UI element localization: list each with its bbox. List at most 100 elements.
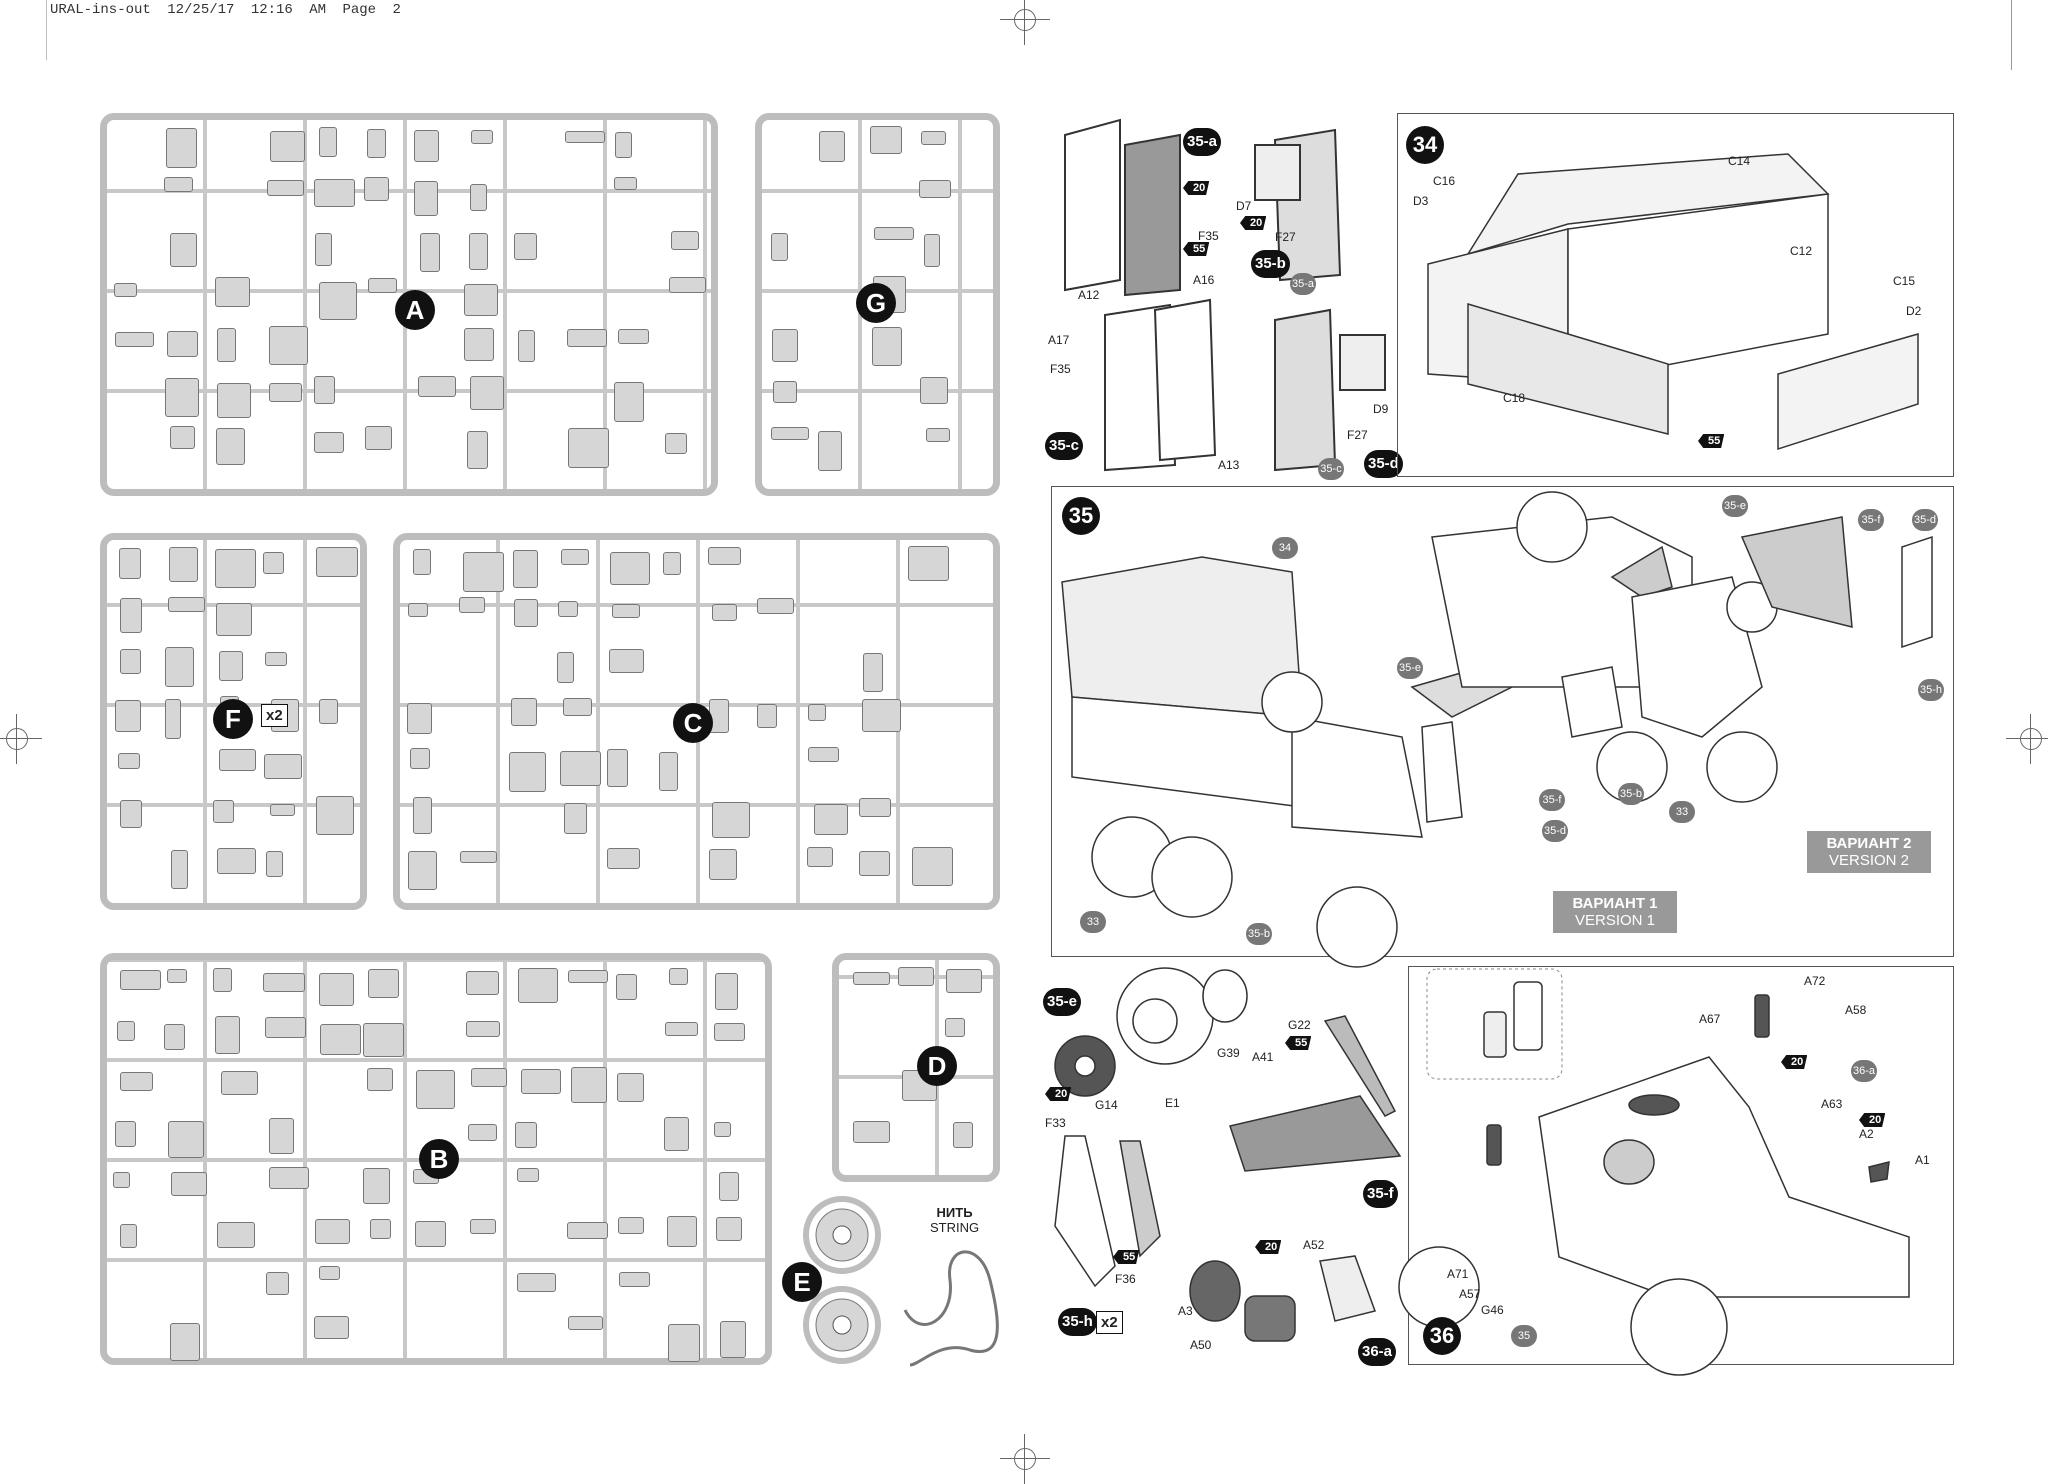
sprue-part: [115, 1120, 136, 1148]
sprue-part: [314, 1219, 350, 1245]
sprue-part: [567, 969, 608, 983]
sprue-part: [813, 803, 849, 835]
sprue-part: [164, 1023, 186, 1051]
print-header: URAL-ins-out 12/25/17 12:16 AM Page 2: [50, 2, 401, 18]
part-label: F35: [1050, 362, 1071, 376]
sprue-part: [170, 233, 197, 267]
sprue-part: [470, 1068, 508, 1088]
step-35e-badge: 35-e: [1043, 988, 1082, 1016]
part-label: C16: [1433, 174, 1456, 188]
sprue-part: [659, 752, 678, 791]
sprue-part: [712, 801, 750, 838]
step-36-panel: 36 A72 A58 A67 A63 A2 A1 A71 A57 G46 36-…: [1398, 966, 1954, 1376]
sprue-part: [269, 1167, 309, 1190]
sprue-part: [872, 327, 903, 367]
paint-callout: 55: [1183, 242, 1210, 256]
sprue-part: [818, 131, 846, 163]
sprue-part: [923, 233, 940, 268]
sprue-part: [719, 1320, 746, 1359]
sprue-part: [316, 796, 354, 835]
sprue-part: [709, 848, 737, 881]
sprue-part: [418, 376, 457, 397]
crop-mark-icon: [2006, 714, 2048, 764]
sprue-part: [466, 1020, 501, 1038]
string-label: НИТЬ STRING: [930, 1205, 979, 1235]
version-2-en: VERSION 2: [1828, 852, 1910, 869]
part-label: D3: [1413, 194, 1429, 208]
sprue-part: [509, 751, 547, 792]
sprue-part: [165, 377, 199, 417]
part-label: G46: [1481, 1303, 1504, 1317]
sprue-part: [117, 753, 141, 769]
sprue-part: [167, 1120, 204, 1158]
sprue-part: [564, 130, 605, 143]
sprue-part: [214, 276, 251, 307]
sprue-part: [616, 1073, 644, 1103]
sprue-part: [266, 1272, 290, 1295]
version-1-en: VERSION 1: [1574, 912, 1656, 929]
paint-callout: 20: [1255, 1240, 1282, 1254]
crop-mark-icon: [1000, 1434, 1050, 1484]
cab-detail-drawing: [1398, 968, 1910, 1376]
sprue-part: [513, 599, 539, 627]
sprue-label-c: C: [673, 703, 713, 743]
part-label: A50: [1190, 1338, 1212, 1352]
sprue-part: [319, 127, 337, 158]
sprue-part: [707, 546, 742, 565]
part-label: A1: [1915, 1153, 1930, 1167]
sprue-part: [469, 376, 504, 411]
sprue-part: [458, 597, 485, 614]
sprue-part: [216, 847, 257, 875]
sprue-part: [862, 653, 884, 692]
sprue-part: [561, 548, 590, 565]
reference-badge: 35-b: [1618, 783, 1645, 805]
sprue-label-g: G: [856, 283, 896, 323]
reference-badge: 33: [1669, 801, 1695, 823]
sprue-part: [313, 376, 335, 404]
reference-badge: 35: [1511, 1325, 1537, 1347]
version-1-ru: ВАРИАНТ 1: [1572, 895, 1658, 912]
sprue-part: [807, 703, 826, 721]
sprue-part: [319, 1266, 340, 1280]
part-label: A58: [1845, 1003, 1867, 1017]
sprue-part: [213, 968, 232, 992]
sprue-part: [460, 850, 497, 863]
sprue-part: [511, 698, 538, 726]
version-2-label: ВАРИАНТ 2 VERSION 2: [1807, 831, 1931, 873]
part-label: F36: [1115, 1272, 1136, 1286]
sprue-part: [852, 971, 891, 986]
sprue-part: [567, 428, 610, 468]
sprue-part: [410, 748, 430, 770]
step-35-number: 35: [1062, 497, 1100, 535]
sprue-part: [919, 180, 951, 198]
sprue-part: [463, 327, 495, 361]
part-label: A57: [1459, 1287, 1481, 1301]
part-label: C15: [1893, 274, 1916, 288]
sprue-part: [945, 1017, 966, 1038]
sprue-part: [516, 1168, 539, 1183]
string-drawing: [903, 1250, 999, 1367]
sprue-part: [945, 969, 982, 994]
sprue-part: [464, 283, 498, 316]
sprue-part: [607, 847, 640, 869]
sprue-part: [668, 1323, 700, 1363]
part-label: F35: [1198, 229, 1219, 243]
part-label: F33: [1045, 1116, 1066, 1130]
part-label: A12: [1078, 288, 1100, 302]
sprue-part: [117, 1020, 136, 1042]
sprue-part: [315, 233, 332, 266]
sprue-part: [612, 603, 640, 618]
paint-callout: 55: [1285, 1036, 1312, 1050]
sprue-part: [467, 431, 488, 470]
part-label: C12: [1790, 244, 1813, 258]
sprue-part: [120, 799, 142, 829]
sprue-part: [907, 546, 949, 581]
subassembly-drawing: [1054, 967, 1402, 1342]
sprue-part: [664, 1116, 689, 1152]
sprue-part: [567, 1316, 604, 1330]
sprue-part: [617, 329, 649, 345]
sprue-part: [169, 546, 198, 582]
string-label-ru: НИТЬ: [936, 1205, 973, 1220]
sprue-part: [770, 427, 810, 440]
sprue-part: [214, 548, 256, 588]
